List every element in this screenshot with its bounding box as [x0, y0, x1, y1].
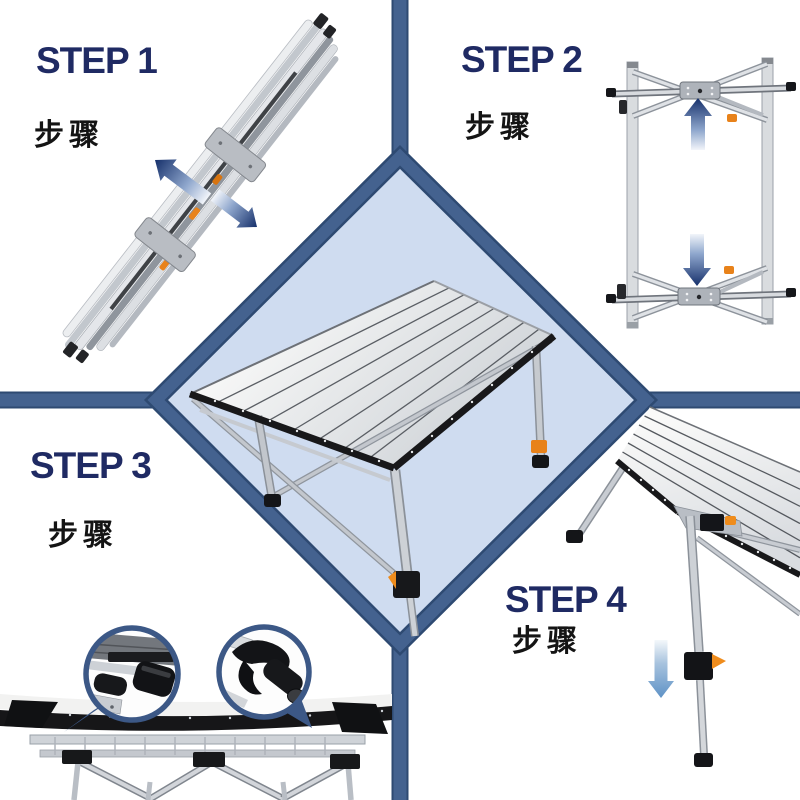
step-3-subtitle: 步骤	[48, 519, 118, 552]
rail-rivets	[213, 350, 534, 463]
step-2-subtitle: 步骤	[465, 111, 535, 144]
scissor-legs	[62, 750, 360, 800]
step-2-title: STEP 2	[461, 39, 583, 80]
callout-pointer	[282, 696, 312, 728]
step-3-figure	[0, 624, 392, 800]
table-leg-front	[388, 469, 420, 637]
push-down-arrow-icon	[683, 234, 711, 286]
extend-down-arrow-icon	[648, 640, 674, 698]
step-4-title: STEP 4	[505, 579, 627, 620]
step-2-figure	[606, 57, 796, 329]
expand-down-right-arrow-icon	[210, 189, 257, 228]
step-1-subtitle: 步骤	[34, 119, 104, 152]
step-4-subtitle: 步骤	[512, 625, 582, 658]
detail-callout-hook-lock	[216, 624, 312, 728]
step-3-title: STEP 3	[30, 445, 152, 486]
detail-callout-clamp-roller	[64, 625, 181, 732]
extending-leg	[684, 515, 726, 767]
fold-clamp-plates	[134, 127, 267, 273]
top-cross-brace	[606, 61, 796, 123]
table-leg-back-left	[253, 415, 281, 507]
assembled-table-figure	[188, 280, 557, 637]
step-1-figure	[62, 13, 339, 364]
step-1-title: STEP 1	[36, 40, 158, 81]
bottom-cross-brace	[606, 265, 796, 325]
frame-ribs	[54, 737, 326, 755]
step-4-figure	[566, 406, 800, 767]
expand-up-left-arrow-icon	[155, 159, 212, 205]
push-up-arrow-icon	[684, 98, 712, 150]
table-leg-right	[531, 345, 549, 468]
